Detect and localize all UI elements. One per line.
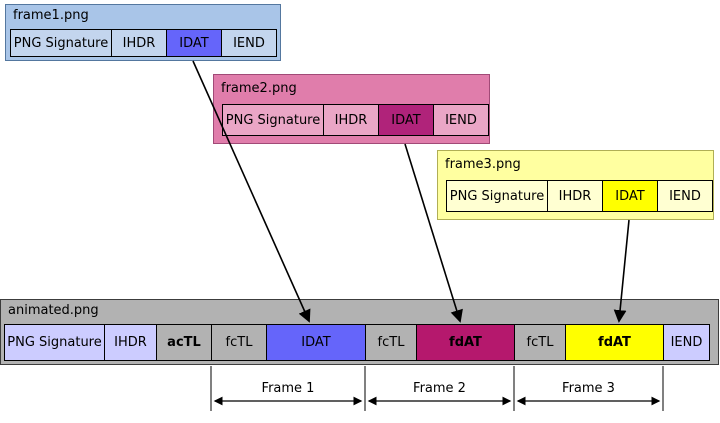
frame1-chunk-ihdr: IHDR (111, 29, 167, 57)
animated-chunk-fdat-2: fdAT (565, 324, 664, 361)
frame2-chunk-png-signature: PNG Signature (222, 104, 324, 136)
frame2-box: frame2.png PNG Signature IHDR IDAT IEND (213, 74, 490, 144)
frame1-chunk-idat: IDAT (166, 29, 222, 57)
frame1-title: frame1.png (13, 8, 89, 23)
frame3-chunk-iend: IEND (657, 180, 713, 212)
frame2-chunk-idat: IDAT (378, 104, 434, 136)
frame1-chunk-iend: IEND (221, 29, 277, 57)
animated-chunk-fctl-3: fcTL (514, 324, 566, 361)
frame2-chunk-row: PNG Signature IHDR IDAT IEND (222, 104, 489, 136)
animated-chunk-fctl-2: fcTL (365, 324, 417, 361)
animated-chunk-fctl-1: fcTL (211, 324, 267, 361)
frame3-chunk-row: PNG Signature IHDR IDAT IEND (446, 180, 713, 212)
frame3-title: frame3.png (445, 157, 521, 172)
animated-box: animated.png PNG Signature IHDR acTL fcT… (0, 299, 719, 365)
frame3-chunk-idat: IDAT (602, 180, 658, 212)
animated-title: animated.png (8, 303, 99, 318)
frame1-chunk-png-signature: PNG Signature (10, 29, 112, 57)
frame3-chunk-ihdr: IHDR (547, 180, 603, 212)
frame3-chunk-png-signature: PNG Signature (446, 180, 548, 212)
animated-chunk-ihdr: IHDR (104, 324, 157, 361)
animated-chunk-idat: IDAT (266, 324, 366, 361)
frame1-box: frame1.png PNG Signature IHDR IDAT IEND (5, 4, 281, 61)
frame2-chunk-iend: IEND (433, 104, 489, 136)
animated-chunk-actl: acTL (156, 324, 212, 361)
animated-chunk-fdat-1: fdAT (416, 324, 515, 361)
frame-span-label-1: Frame 1 (261, 381, 315, 396)
animated-chunk-iend: IEND (663, 324, 710, 361)
animated-chunk-row: PNG Signature IHDR acTL fcTL IDAT fcTL f… (4, 324, 710, 361)
frame2-chunk-ihdr: IHDR (323, 104, 379, 136)
frame3-box: frame3.png PNG Signature IHDR IDAT IEND (437, 150, 714, 220)
animated-chunk-png-signature: PNG Signature (4, 324, 105, 361)
frame-span-label-3: Frame 3 (562, 381, 615, 396)
frame-span-label-2: Frame 2 (413, 381, 466, 396)
frame1-chunk-row: PNG Signature IHDR IDAT IEND (10, 29, 277, 57)
frame2-title: frame2.png (221, 81, 297, 96)
